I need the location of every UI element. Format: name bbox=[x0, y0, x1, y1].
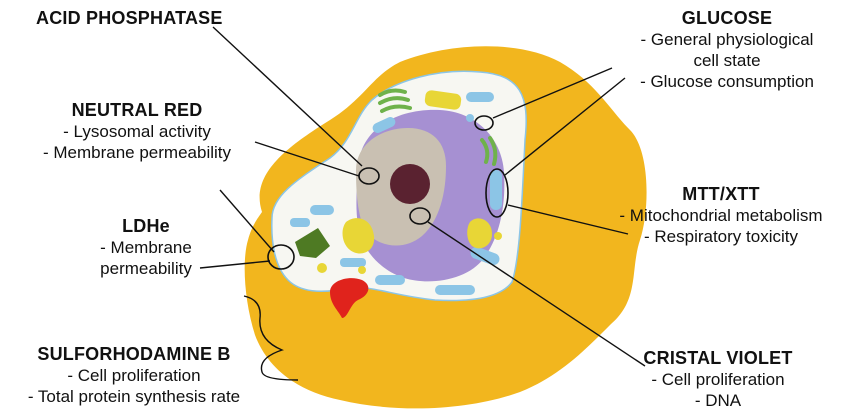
label-cristal-violet: CRISTAL VIOLET - Cell proliferation - DN… bbox=[612, 348, 824, 411]
label-mtt-xtt-line-1: - Mitochondrial metabolism bbox=[590, 205, 852, 226]
vesicle-dot bbox=[494, 232, 502, 240]
label-glucose-line-3: - Glucose consumption bbox=[617, 71, 837, 92]
vesicle-dot bbox=[466, 114, 474, 122]
mitochondrion bbox=[490, 170, 502, 210]
label-glucose: GLUCOSE - General physiological cell sta… bbox=[617, 8, 837, 92]
label-glucose-line-2: cell state bbox=[617, 50, 837, 71]
label-cristal-violet-line-1: - Cell proliferation bbox=[612, 369, 824, 390]
vesicle-dot bbox=[317, 263, 327, 273]
label-neutral-red-line-1: - Lysosomal activity bbox=[6, 121, 268, 142]
mitochondrion bbox=[310, 205, 334, 215]
label-neutral-red-title: NEUTRAL RED bbox=[6, 100, 268, 121]
mitochondrion bbox=[290, 218, 310, 227]
label-sulforhodamine-b-title: SULFORHODAMINE B bbox=[0, 344, 268, 365]
label-mtt-xtt-line-2: - Respiratory toxicity bbox=[590, 226, 852, 247]
label-sulforhodamine-b-line-2: - Total protein synthesis rate bbox=[0, 386, 268, 407]
label-neutral-red-line-2: - Membrane permeability bbox=[6, 142, 268, 163]
label-ldhe: LDHe - Membrane permeability bbox=[86, 216, 206, 279]
label-cristal-violet-title: CRISTAL VIOLET bbox=[612, 348, 824, 369]
label-ldhe-line-2: permeability bbox=[86, 258, 206, 279]
label-sulforhodamine-b-line-1: - Cell proliferation bbox=[0, 365, 268, 386]
label-mtt-xtt-title: MTT/XTT bbox=[590, 184, 852, 205]
label-cristal-violet-line-2: - DNA bbox=[612, 390, 824, 411]
label-acid-phosphatase-title: ACID PHOSPHATASE bbox=[36, 8, 223, 29]
label-glucose-title: GLUCOSE bbox=[617, 8, 837, 29]
label-acid-phosphatase: ACID PHOSPHATASE bbox=[36, 8, 223, 29]
label-ldhe-line-1: - Membrane bbox=[86, 237, 206, 258]
mitochondrion bbox=[466, 92, 494, 102]
label-sulforhodamine-b: SULFORHODAMINE B - Cell proliferation - … bbox=[0, 344, 268, 407]
label-mtt-xtt: MTT/XTT - Mitochondrial metabolism - Res… bbox=[590, 184, 852, 247]
label-ldhe-title: LDHe bbox=[86, 216, 206, 237]
mitochondrion bbox=[375, 275, 405, 285]
nucleolus bbox=[390, 164, 430, 204]
label-neutral-red: NEUTRAL RED - Lysosomal activity - Membr… bbox=[6, 100, 268, 163]
mitochondrion bbox=[340, 258, 366, 267]
label-glucose-line-1: - General physiological bbox=[617, 29, 837, 50]
mitochondrion bbox=[435, 285, 475, 295]
vesicle-dot bbox=[358, 266, 366, 274]
